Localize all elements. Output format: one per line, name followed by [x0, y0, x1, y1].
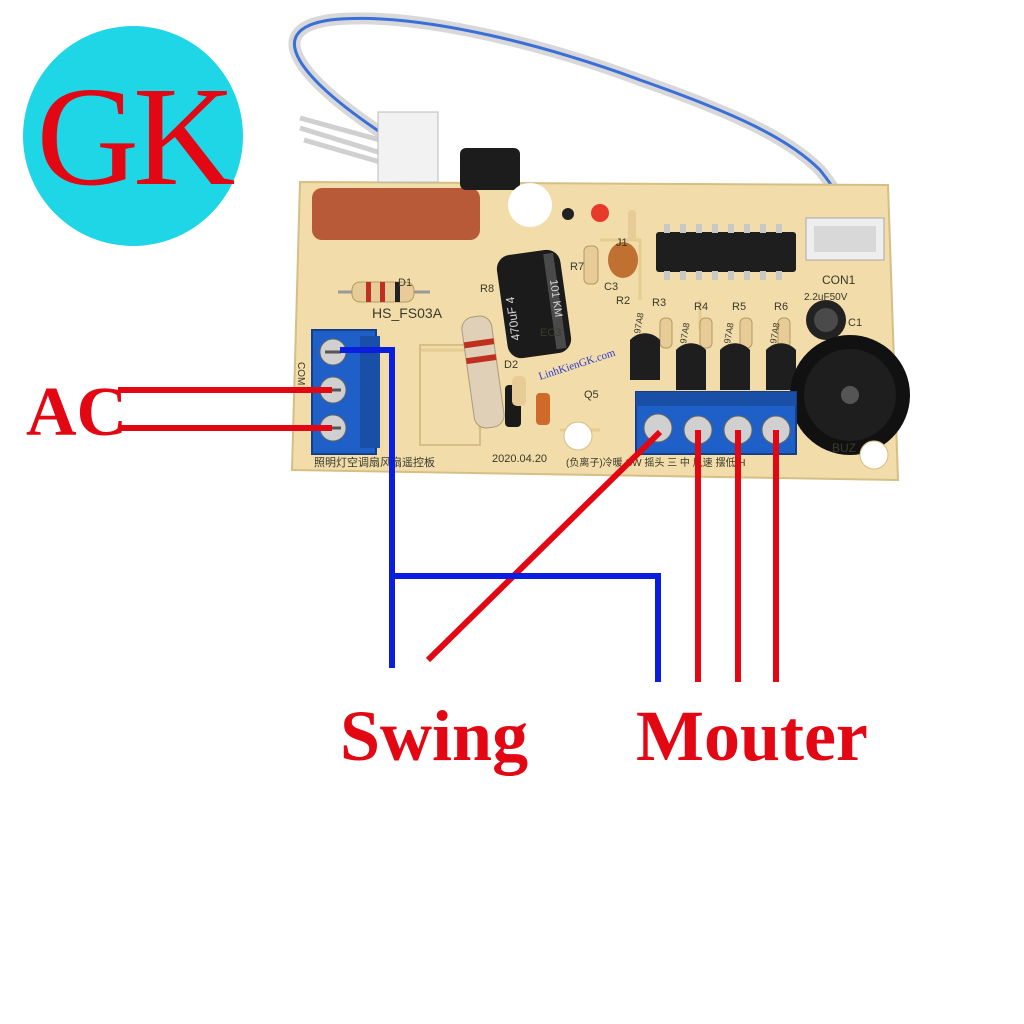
designator-r5: R5	[732, 301, 746, 313]
transistor-mark-3: 97A8	[722, 322, 736, 344]
ic-chip	[656, 224, 796, 280]
ac-label: AC	[26, 374, 128, 451]
small-cap-label: 2.2uF50V	[804, 292, 848, 303]
swing-label: Swing	[340, 696, 529, 776]
board-model: HS_FS03A	[372, 305, 443, 321]
electrolytic-capacitor	[496, 249, 572, 359]
common-blue-wire	[340, 347, 661, 682]
designator-r6: R6	[774, 301, 788, 313]
output-terminal-block	[635, 391, 797, 455]
ir-connector	[377, 111, 439, 183]
designator-c3: C3	[604, 281, 618, 293]
designator-r7: R7	[570, 261, 584, 273]
cap-marking: 470uF 4	[503, 296, 523, 342]
motor-wires	[695, 430, 779, 682]
logo-badge	[23, 26, 243, 246]
cap-marking-2: 101 KM	[547, 279, 564, 318]
board-title: 照明灯空调扇风扇遥控板	[314, 455, 435, 469]
com-label: COM	[295, 362, 306, 385]
resistor-r8	[461, 315, 505, 429]
transistor-mark-1: 97A8	[632, 312, 646, 334]
board-date: 2020.04.20	[492, 453, 547, 465]
ir-receiver	[460, 148, 520, 190]
designator-r4: R4	[694, 301, 708, 313]
wire-harness	[288, 12, 853, 231]
buzzer-label: BUZ	[832, 441, 856, 455]
designator-q5: Q5	[584, 389, 599, 401]
designator-d2: D2	[504, 359, 518, 371]
mouter-label: Mouter	[636, 696, 868, 776]
designator-r8: R8	[480, 283, 494, 295]
swing-red-wire	[425, 429, 663, 663]
designator-r3: R3	[652, 297, 666, 309]
connector-label: CON1	[822, 273, 856, 287]
designator-r2: R2	[616, 295, 630, 307]
pcb-board: HS_FS03A CON1 BUZ COM 照明灯空调扇风扇遥控板 2020.0…	[290, 111, 910, 482]
board-bottom-text: (负离子)冷暖 SW 摇头 三 中 风速 摆低 H	[566, 456, 745, 469]
buzzer	[790, 335, 910, 455]
transistor-mark-4: 97A8	[768, 322, 782, 344]
gk-logo: GK	[36, 57, 235, 215]
designator-c1: C1	[848, 317, 862, 329]
transistor-mark-2: 97A8	[678, 322, 692, 344]
designator-d1: D1	[398, 277, 412, 289]
ac-wires	[118, 387, 332, 431]
designator-j1: J1	[616, 237, 628, 249]
resistor-d1	[338, 281, 430, 303]
x-capacitor	[312, 188, 480, 240]
designator-ec3: EC3	[540, 327, 561, 339]
transistors	[630, 333, 796, 390]
